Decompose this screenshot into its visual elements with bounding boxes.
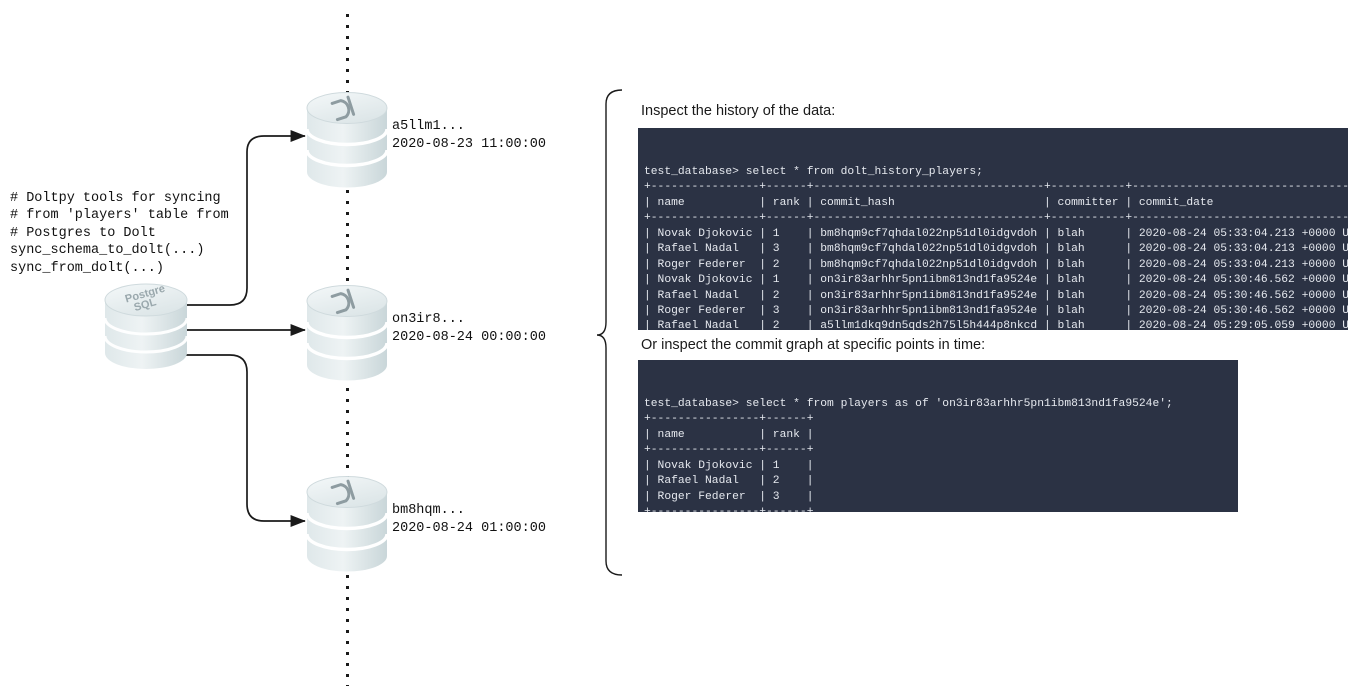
postgres-label-line1: Postgre [124, 283, 167, 306]
commit-node-2-icon [305, 285, 389, 381]
commit-node-1-icon [305, 92, 389, 188]
postgres-database-icon: Postgre SQL [103, 283, 189, 369]
connector-to-commit-3 [175, 354, 306, 527]
commit-node-3-caption: bm8hqm... 2020-08-24 01:00:00 [392, 503, 546, 536]
postgres-label-line2: SQL [133, 296, 158, 314]
as-of-caption: Or inspect the commit graph at specific … [641, 337, 986, 353]
terminal-as-of-text: test_database> select * from players as … [644, 397, 1173, 512]
commit-node-1-caption: a5llm1... 2020-08-23 11:00:00 [392, 119, 546, 152]
history-caption: Inspect the history of the data: [641, 103, 836, 119]
grouping-brace [596, 89, 623, 576]
commit-node-2-caption: on3ir8... 2020-08-24 00:00:00 [392, 312, 546, 345]
terminal-history-text: test_database> select * from dolt_histor… [644, 165, 1348, 330]
terminal-dolt-history-output: test_database> select * from dolt_histor… [638, 128, 1348, 330]
terminal-as-of-output: test_database> select * from players as … [638, 360, 1238, 512]
commit-node-3-icon [305, 476, 389, 572]
doltpy-code-note: # Doltpy tools for syncing # from 'playe… [10, 191, 229, 276]
